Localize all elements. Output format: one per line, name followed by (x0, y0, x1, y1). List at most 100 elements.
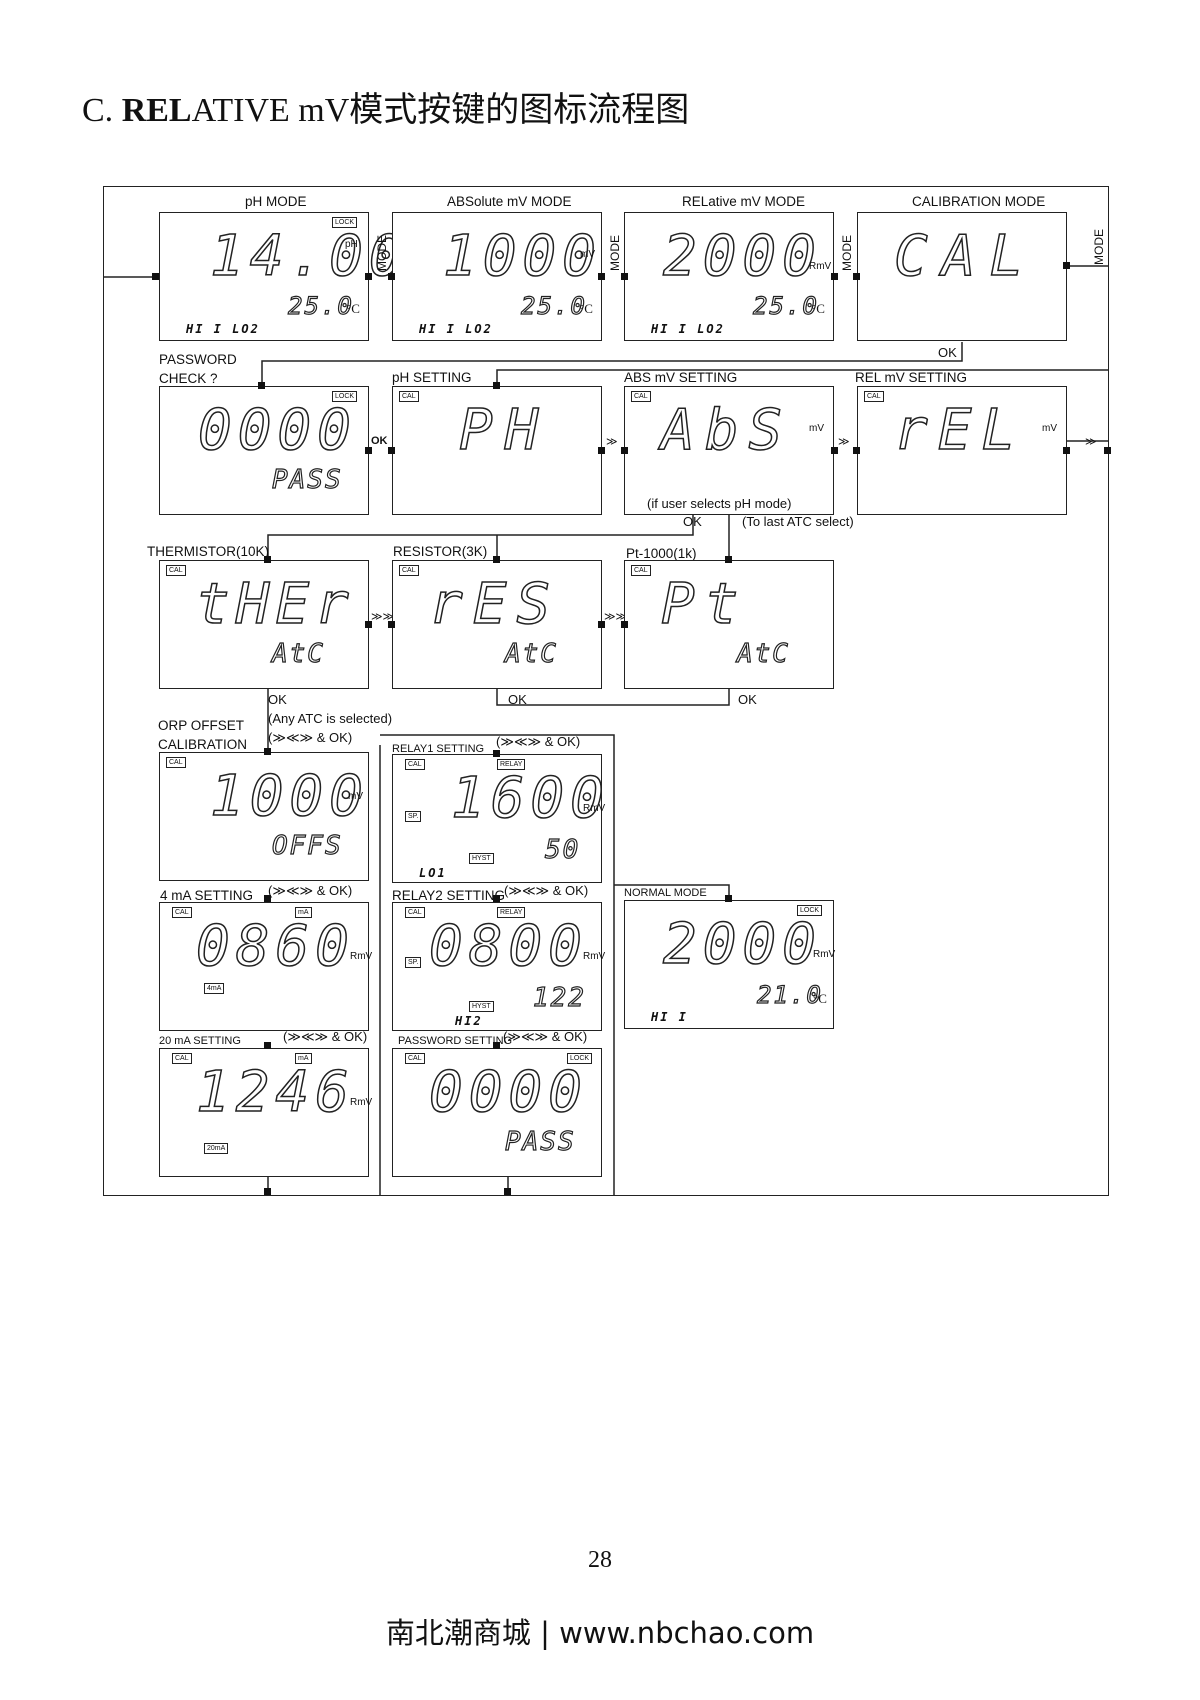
panel-label-ph-setting: pH SETTING (392, 370, 472, 385)
lcd-panel-4ma-setting: CAL mA 0860 RmV 4mA (159, 902, 372, 1031)
ma-badge: 4mA (204, 983, 225, 994)
set-point-tag: SP. (405, 811, 422, 822)
lock-tag: LOCK (332, 217, 358, 228)
panel-label-rel-setting: REL mV SETTING (855, 370, 968, 385)
lcd-sub-value: 25.0 (752, 292, 819, 320)
mode-key[interactable]: MODE (608, 235, 622, 271)
lcd-sub-value: 122 (532, 983, 586, 1013)
ok-key[interactable]: OK (508, 692, 527, 707)
panel-label-abs-mode: ABSolute mV MODE (447, 194, 572, 209)
panel-label-ph-mode: pH MODE (245, 194, 307, 209)
panel-label-4ma: 4 mA SETTING (160, 888, 254, 903)
note-arrows-ok: (≫≪≫ & OK) (268, 883, 353, 898)
junction-dot (598, 273, 605, 280)
junction-dot (493, 382, 500, 389)
lcd-unit: RmV (350, 1097, 373, 1108)
junction-dot (1063, 447, 1070, 454)
note-arrows-ok: (≫≪≫ & OK) (503, 1029, 588, 1044)
connector-lines (103, 265, 1108, 1195)
junction-dot (493, 895, 500, 902)
watermark-footer: 南北潮商城 | www.nbchao.com (385, 1616, 815, 1650)
junction-dot (365, 447, 372, 454)
junction-dot (725, 556, 732, 563)
up-down-key[interactable]: ≫≫ (604, 611, 628, 623)
lcd-main-value: 2000 (662, 912, 822, 977)
panel-label-password: PASSWORD (159, 352, 237, 367)
note-arrows-ok: (≫≪≫ & OK) (268, 730, 353, 745)
cal-tag: CAL (405, 907, 425, 918)
diagram-frame (103, 186, 1109, 1196)
note-arrows-ok: (≫≪≫ & OK) (504, 883, 589, 898)
mode-key[interactable]: MODE (1092, 229, 1106, 265)
lcd-corner-text: HI I LO2 (419, 322, 493, 336)
lcd-unit: RmV (583, 803, 606, 814)
cal-tag: CAL (166, 757, 186, 768)
ma-badge: 20mA (204, 1143, 229, 1154)
lcd-main-value: rEL (893, 398, 1026, 463)
lcd-sub-unit: °C (346, 301, 360, 316)
note-any-atc: (Any ATC is selected) (268, 711, 393, 726)
mode-key[interactable]: MODE (840, 235, 854, 271)
lcd-sub-value: 21.0 (756, 981, 823, 1009)
lcd-panel-orp-offset: CAL 1000 mV OFFS (159, 752, 369, 881)
next-key[interactable]: ≫ (606, 436, 618, 448)
cal-tag: CAL (172, 1053, 192, 1064)
junction-dot (388, 447, 395, 454)
lcd-corner-text: LO1 (419, 866, 447, 880)
lcd-sub-value: AtC (736, 639, 790, 669)
lcd-main-value: PH (458, 398, 551, 463)
note-if-ph-mode: (if user selects pH mode) (647, 496, 792, 511)
lock-tag: LOCK (567, 1053, 593, 1064)
cal-tag: CAL (864, 391, 884, 402)
lcd-unit: mV (580, 249, 595, 260)
junction-dot (365, 273, 372, 280)
lcd-main-value: 0860 (195, 914, 355, 979)
hysteresis-tag: HYST (469, 1001, 494, 1012)
lcd-main-value: AbS (660, 398, 793, 463)
lcd-main-value: 1246 (195, 1060, 355, 1125)
panel-label-20ma: 20 mA SETTING (159, 1035, 241, 1047)
lcd-main-value: 1000 (209, 764, 369, 829)
junction-dot (493, 1042, 500, 1049)
next-key[interactable]: ≫ (1085, 436, 1097, 448)
ok-key[interactable]: OK (738, 692, 757, 707)
junction-dot (831, 447, 838, 454)
panel-label-password-check: CHECK ? (159, 371, 218, 386)
junction-dot (1104, 447, 1111, 454)
note-to-last-atc: (To last ATC select) (742, 514, 854, 529)
junction-dot (493, 556, 500, 563)
set-point-tag: SP. (405, 957, 422, 968)
page-number: 28 (588, 1547, 612, 1573)
junction-dot (152, 273, 159, 280)
mode-key[interactable]: MODE (375, 235, 389, 271)
lcd-main-value: 2000 (662, 224, 822, 289)
junction-dot (1063, 262, 1070, 269)
lcd-unit: pH (345, 239, 358, 250)
lcd-sub-value: 25.0 (520, 292, 587, 320)
panel-label-rel-mode: RELative mV MODE (682, 194, 806, 209)
junction-dot (621, 447, 628, 454)
lcd-main-value: CAL (893, 224, 1038, 289)
lcd-main-value: tHEr (195, 572, 355, 637)
note-ok[interactable]: OK (683, 514, 702, 529)
panel-label-relay2: RELAY2 SETTING (392, 888, 506, 903)
lock-tag: LOCK (332, 391, 358, 402)
junction-dot (264, 556, 271, 563)
panel-label-cal-mode: CALIBRATION MODE (912, 194, 1046, 209)
lcd-panel-abs-setting: CAL AbS mV (624, 386, 834, 515)
up-down-key[interactable]: ≫≫ (371, 611, 395, 623)
lcd-corner-text: HI I LO2 (651, 322, 725, 336)
cal-tag: CAL (405, 1053, 425, 1064)
junction-dot (264, 748, 271, 755)
junction-dot (598, 621, 605, 628)
ok-key[interactable]: OK (268, 692, 287, 707)
ok-key[interactable]: OK (371, 435, 388, 447)
ok-key[interactable]: OK (938, 345, 957, 360)
lcd-panel-ph-mode: LOCK 14.00 pH 25.0 °C HI I LO2 (159, 212, 403, 341)
next-key[interactable]: ≫ (838, 436, 850, 448)
lcd-unit: RmV (813, 949, 836, 960)
junction-dot (493, 750, 500, 757)
junction-dot (598, 447, 605, 454)
lcd-corner-text: HI2 (455, 1014, 483, 1028)
panel-label-abs-setting: ABS mV SETTING (624, 370, 738, 385)
